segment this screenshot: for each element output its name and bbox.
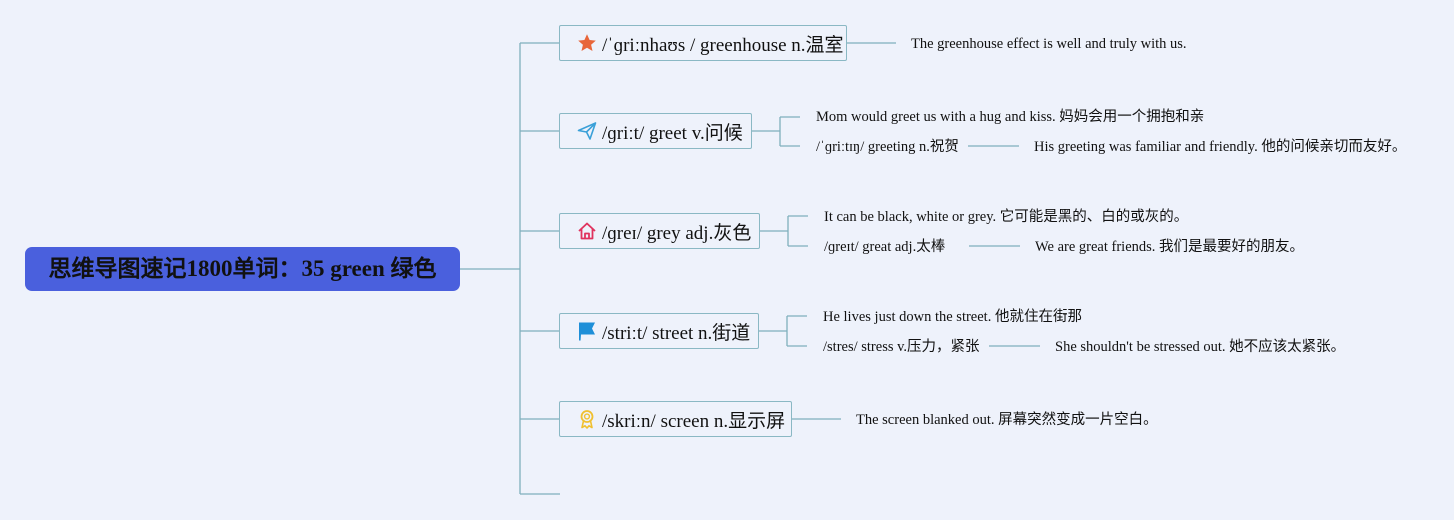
topic-label: /skriːn/ screen n.显示屏 bbox=[602, 410, 786, 432]
example-sentence[interactable]: The screen blanked out. 屏幕突然变成一片空白。 bbox=[856, 412, 1158, 428]
example-sentence[interactable]: He lives just down the street. 他就住在街那 bbox=[823, 309, 1082, 325]
example-sentence[interactable]: We are great friends. 我们是最要好的朋友。 bbox=[1035, 239, 1305, 255]
related-word[interactable]: /ɡreɪt/ great adj.太棒 bbox=[824, 239, 946, 255]
topic-screen[interactable]: /skriːn/ screen n.显示屏 bbox=[559, 401, 792, 437]
example-sentence[interactable]: His greeting was familiar and friendly. … bbox=[1034, 139, 1407, 155]
topic-greet[interactable]: /ɡriːt/ greet v.问候 bbox=[559, 113, 752, 149]
home-icon bbox=[576, 220, 598, 242]
example-sentence[interactable]: She shouldn't be stressed out. 她不应该太紧张。 bbox=[1055, 339, 1346, 355]
award-ribbon-icon bbox=[576, 408, 598, 430]
central-topic[interactable]: 思维导图速记1800单词：35 green 绿色 bbox=[25, 247, 460, 291]
topic-label: /ɡriːt/ greet v.问候 bbox=[602, 122, 743, 144]
related-word[interactable]: /stres/ stress v.压力，紧张 bbox=[823, 339, 980, 355]
flag-icon bbox=[576, 320, 598, 342]
paper-plane-icon bbox=[576, 120, 598, 142]
topic-label: /ɡreɪ/ grey adj.灰色 bbox=[602, 222, 752, 244]
topic-greenhouse[interactable]: /ˈɡriːnhaʊs / greenhouse n.温室 bbox=[559, 25, 847, 61]
example-sentence[interactable]: Mom would greet us with a hug and kiss. … bbox=[816, 109, 1205, 125]
star-icon bbox=[576, 32, 598, 54]
topic-label: /ˈɡriːnhaʊs / greenhouse n.温室 bbox=[602, 34, 844, 56]
related-word[interactable]: /ˈɡriːtɪŋ/ greeting n.祝贺 bbox=[816, 139, 959, 155]
topic-grey[interactable]: /ɡreɪ/ grey adj.灰色 bbox=[559, 213, 760, 249]
topic-street[interactable]: /striːt/ street n.街道 bbox=[559, 313, 759, 349]
example-sentence[interactable]: The greenhouse effect is well and truly … bbox=[911, 36, 1187, 52]
topic-label: /striːt/ street n.街道 bbox=[602, 322, 751, 344]
example-sentence[interactable]: It can be black, white or grey. 它可能是黑的、白… bbox=[824, 209, 1189, 225]
